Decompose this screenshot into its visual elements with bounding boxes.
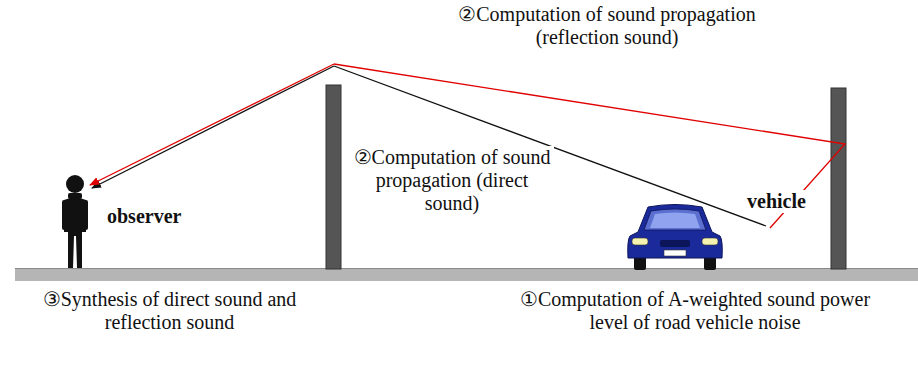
ground-edge [15, 268, 918, 269]
step-label: ①Computation of A-weighted sound power l… [513, 288, 877, 334]
figure-label: observer [105, 205, 183, 228]
noise-barrier [326, 85, 341, 269]
reflection-sound-arrow [90, 64, 334, 185]
observer-figure [62, 175, 88, 268]
section-label: ②Computation of sound propagation (refle… [455, 3, 759, 49]
direct-sound-path [334, 66, 766, 226]
direct-sound-arrow [92, 66, 334, 188]
figure-label: vehicle [745, 190, 808, 213]
reflection-sound-path [334, 64, 845, 228]
reflecting-wall [831, 88, 846, 269]
step-label: ③Synthesis of direct sound and reflectio… [10, 288, 329, 334]
section-label: ②Computation of sound propagation (direc… [350, 146, 554, 215]
vehicle-figure [628, 205, 723, 271]
ground [15, 268, 918, 281]
